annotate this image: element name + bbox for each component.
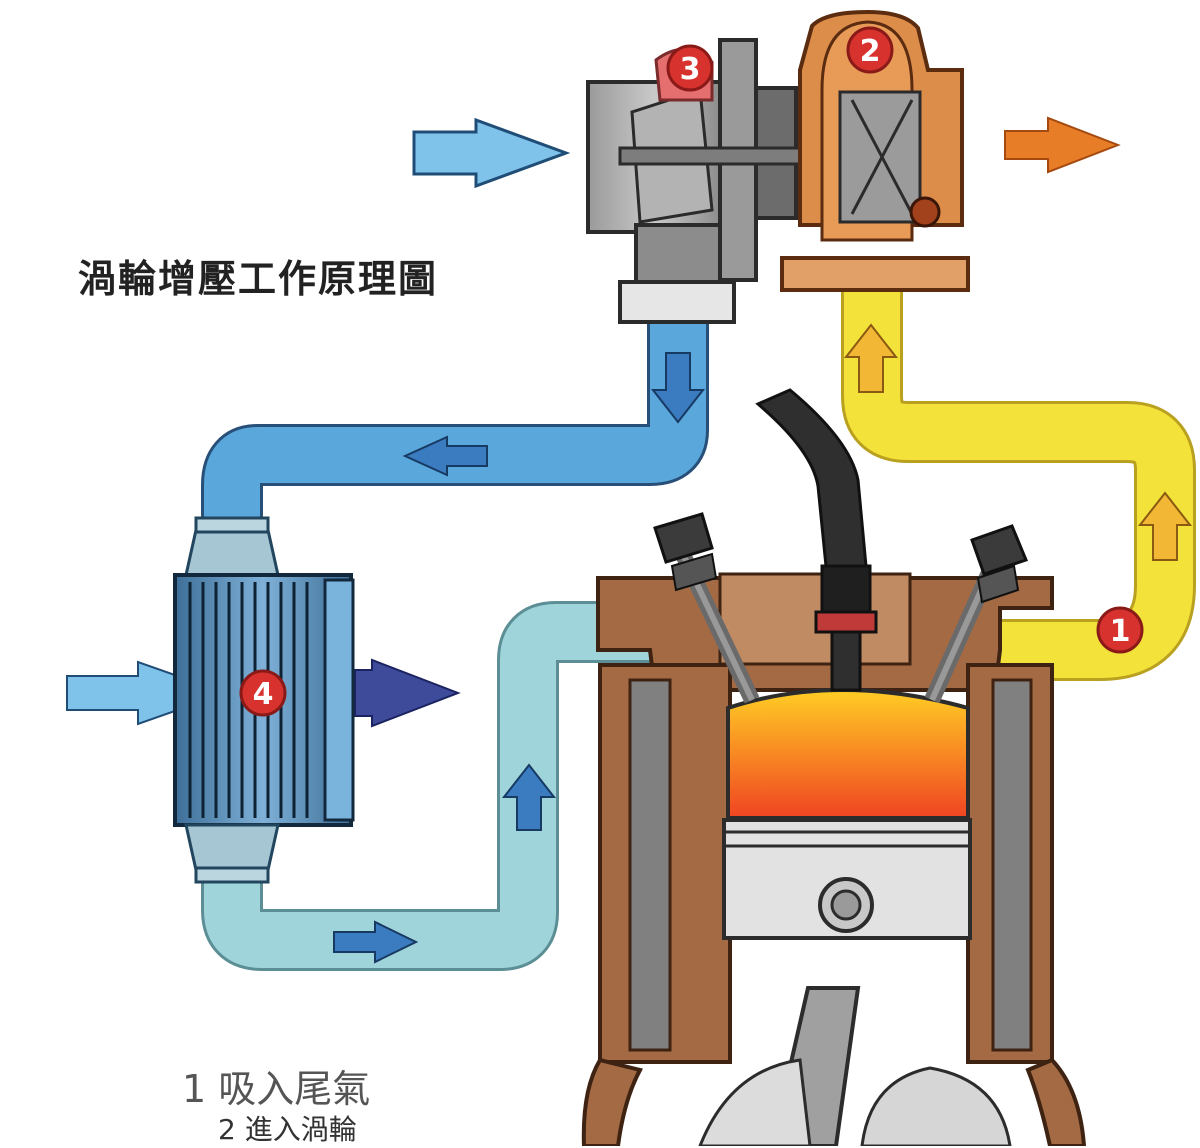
badge-1: 1	[1096, 606, 1144, 654]
legend-number: 2	[218, 1113, 236, 1146]
badge-2: 2	[846, 26, 894, 74]
left-arrow-icon	[402, 435, 488, 477]
cooled-out-arrow	[354, 658, 461, 728]
exhaust-out-arrow	[1004, 116, 1121, 174]
intake-valve	[653, 512, 760, 704]
badge-1-label: 1	[1110, 614, 1131, 649]
badge-2-label: 2	[860, 34, 881, 69]
fuel-injector	[755, 388, 878, 692]
legend-item-2: 2 進入渦輪	[218, 1108, 357, 1148]
piston	[722, 818, 972, 940]
legend-text: 進入渦輪	[244, 1113, 357, 1146]
intake-arrow-in	[412, 117, 571, 189]
diagram-title: 渦輪增壓工作原理圖	[78, 257, 439, 301]
badge-3: 3	[666, 44, 714, 92]
turbine-housing	[780, 9, 970, 292]
compressed-air-pipe	[201, 318, 709, 530]
up-arrow-icon	[1137, 491, 1193, 561]
legend-number: 1	[182, 1067, 207, 1111]
exhaust-valve	[924, 524, 1028, 704]
intercooler	[173, 516, 355, 884]
up-arrow-icon	[843, 323, 899, 393]
down-arrow-icon	[650, 352, 706, 424]
legend-text: 吸入尾氣	[218, 1067, 371, 1111]
right-arrow-icon	[333, 920, 419, 964]
badge-4: 4	[239, 669, 287, 717]
cylinder-wall	[581, 663, 1087, 1146]
up-arrow-icon	[501, 763, 557, 831]
combustion-chamber	[726, 688, 970, 820]
badge-3-label: 3	[680, 52, 701, 87]
cooled-air-pipe	[201, 601, 760, 971]
badge-4-label: 4	[253, 677, 274, 712]
connecting-rod	[698, 986, 1012, 1146]
compressor-housing	[586, 48, 736, 324]
exhaust-pipe	[841, 290, 1196, 681]
legend-item-1: 1 吸入尾氣	[182, 1058, 370, 1113]
